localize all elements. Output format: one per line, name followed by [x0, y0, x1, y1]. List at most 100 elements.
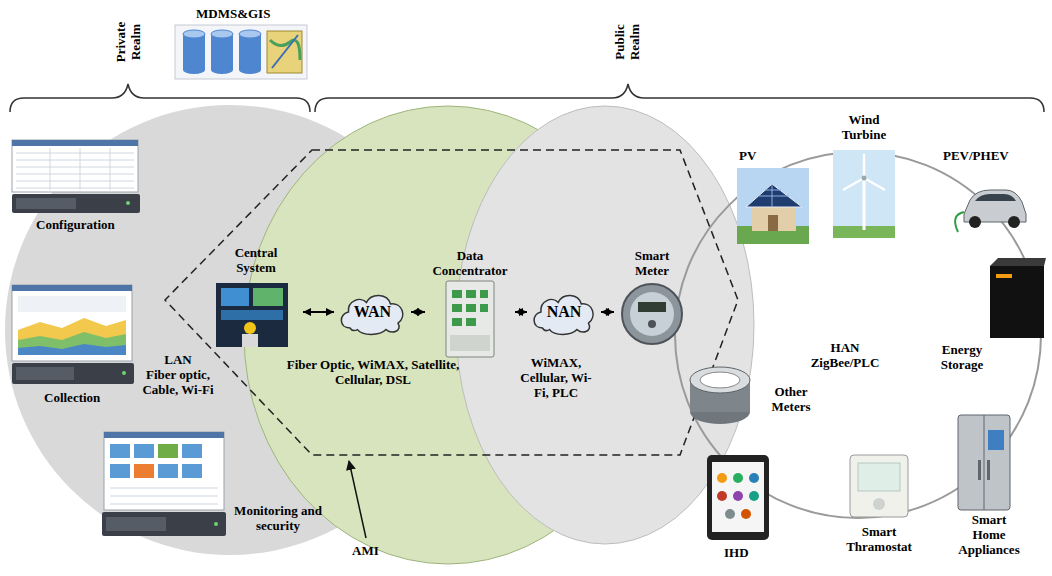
thermostat-picture	[873, 498, 885, 510]
concentrator-picture	[466, 304, 476, 312]
region-outline	[5, 105, 455, 555]
meter-picture	[638, 302, 666, 312]
region-ellipse	[456, 106, 754, 544]
pv-picture	[737, 168, 809, 244]
battery-picture	[990, 258, 1046, 266]
device-label: Energy Storage	[930, 342, 994, 372]
realm-bracket	[10, 84, 1044, 112]
server-label: Monitoring and security	[228, 503, 328, 533]
device-label: Data Concentrator	[430, 248, 510, 278]
server-screenshot	[12, 285, 134, 384]
server-screenshot	[12, 140, 140, 213]
cloud-shape	[534, 295, 593, 334]
device-label: Smart Thramostat	[842, 524, 916, 554]
database-icon	[175, 25, 307, 79]
callout-label-box: AMI	[352, 543, 379, 558]
control-room-picture	[253, 288, 283, 306]
region-outline	[673, 150, 1043, 520]
server-screenshot	[110, 444, 130, 458]
concentrator-picture	[480, 304, 488, 312]
database-icon	[211, 30, 233, 38]
connector-arrow	[601, 311, 614, 313]
pv-picture	[759, 184, 789, 207]
concentrator-picture	[450, 335, 490, 351]
concentrator-picture	[452, 318, 462, 326]
region-label: Fiber optic, Cable, Wi-Fi	[136, 367, 220, 397]
server-screenshot	[12, 285, 132, 361]
thermostat-picture	[858, 463, 900, 491]
display-picture	[707, 455, 769, 540]
server-screenshot	[12, 194, 140, 213]
concentrator-picture	[480, 290, 488, 298]
system-label-box: MDMS&GIS	[196, 6, 270, 21]
concentrator-picture	[466, 318, 476, 326]
server-screenshot	[12, 140, 138, 192]
display-picture	[717, 473, 727, 483]
water-meter-picture	[690, 367, 750, 424]
wind-turbine-picture	[864, 178, 885, 190]
server-screenshot	[12, 363, 134, 384]
car-picture	[975, 194, 1016, 201]
control-room-picture	[216, 283, 288, 347]
data-concentrator: Data Concentrator	[426, 246, 514, 358]
nan-region: WiMAX, Cellular, Wi-Fi, PLC NAN	[455, 105, 755, 545]
server-screenshot	[18, 344, 126, 355]
connector-arrow	[303, 311, 334, 313]
pv-picture	[746, 184, 802, 207]
device-label-box: IHD	[724, 545, 749, 560]
battery-picture	[990, 266, 1044, 338]
display-picture	[749, 473, 759, 483]
control-room-picture	[221, 310, 283, 320]
server-screenshot	[122, 371, 126, 375]
region-label: WiMAX, Cellular, Wi-Fi, PLC	[515, 355, 597, 400]
database-icon	[272, 35, 298, 68]
cloud-label: NAN	[547, 303, 582, 321]
device-label: Smart Home Appliances	[955, 512, 1023, 557]
database-icon	[239, 66, 261, 74]
lan-region: LANFiber optic, Cable, Wi-Fi	[5, 105, 455, 555]
fridge-picture	[984, 415, 985, 510]
server-screenshot	[16, 148, 134, 190]
battery-picture	[990, 258, 1046, 338]
nan-cloud: NAN	[528, 288, 600, 336]
car-picture	[969, 216, 981, 228]
server-screenshot	[104, 432, 224, 438]
concentrator-picture	[452, 304, 462, 312]
pv-picture	[768, 215, 778, 231]
control-room-picture	[216, 283, 288, 347]
central-system: Central System	[210, 243, 302, 348]
region-ellipse	[675, 152, 1041, 518]
concentrator-picture	[446, 281, 494, 357]
meter-picture	[622, 284, 682, 344]
database-icon	[183, 30, 205, 38]
display-picture	[712, 462, 764, 532]
server-screenshot	[12, 140, 138, 146]
device-label: Central System	[214, 245, 298, 275]
region-outline	[455, 105, 755, 545]
wind-turbine-picture	[833, 150, 895, 238]
region-text-block: LANFiber optic, Cable, Wi-Fi	[136, 352, 220, 397]
server-screenshot	[16, 367, 74, 380]
region-outline	[243, 105, 653, 565]
wind-turbine-picture	[863, 180, 866, 230]
fridge-picture	[978, 460, 981, 480]
realm-label: Private Realm	[113, 12, 143, 72]
wan-region: Fiber Optic, WiMAX, Satellite, Cellular,…	[243, 105, 653, 565]
display-picture	[741, 509, 751, 519]
database-icon	[211, 34, 233, 70]
thermostat-picture	[850, 455, 908, 517]
database-icon	[267, 31, 302, 73]
server-screenshot	[102, 432, 226, 536]
system-label: MDMS&GIS	[196, 6, 270, 21]
wind-turbine-picture	[833, 150, 895, 238]
wan-cloud: WAN	[335, 288, 410, 336]
region-text-block: HANZigBee/PLC	[790, 340, 900, 370]
device-label: PV	[739, 148, 756, 163]
region-label: Fiber Optic, WiMAX, Satellite, Cellular,…	[283, 357, 463, 387]
display-picture	[717, 491, 727, 501]
device-label-box: Wind Turbine	[832, 112, 896, 142]
database-icon	[183, 66, 205, 74]
control-room-picture	[242, 334, 258, 347]
pv-picture	[737, 168, 809, 244]
